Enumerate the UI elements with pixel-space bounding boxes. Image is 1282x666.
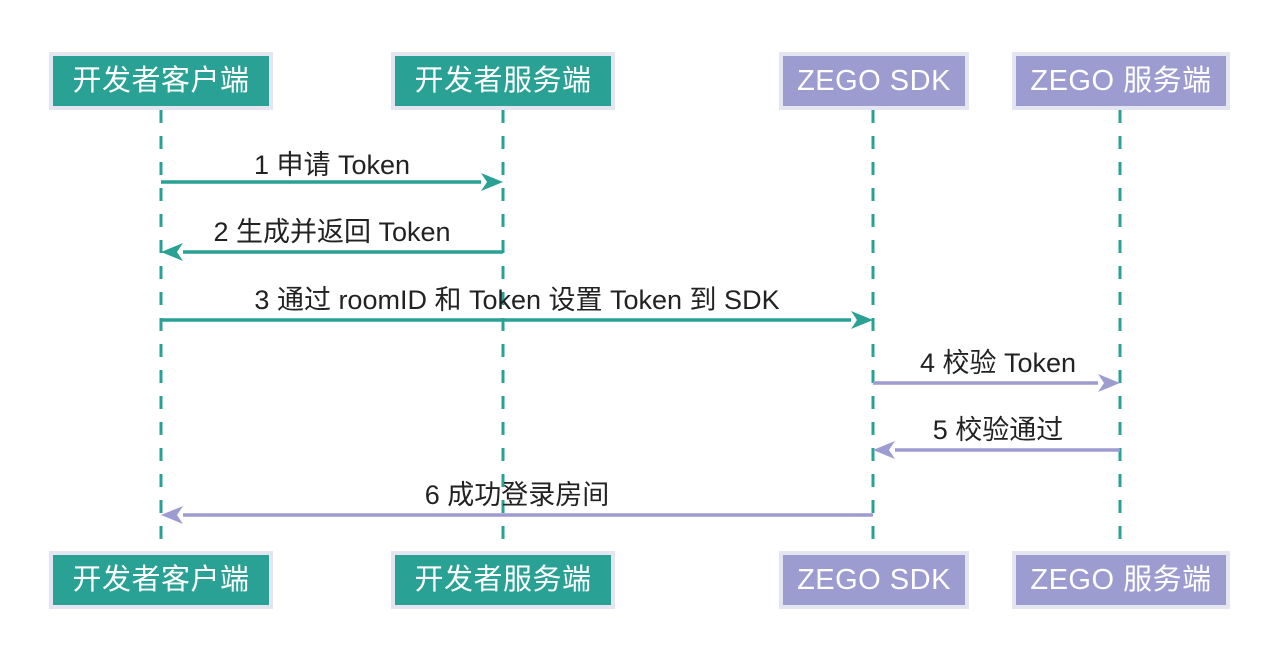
- message-label-1: 1 申请 Token: [253, 150, 411, 180]
- lifeline-group: [159, 110, 1122, 551]
- arrowhead-3: [851, 311, 873, 329]
- message-arrow-2: [161, 243, 503, 261]
- arrowhead-1: [481, 173, 503, 191]
- message-arrow-group: [161, 173, 1120, 524]
- participant-box-dev-server-top: 开发者服务端: [391, 52, 615, 110]
- participant-label: 开发者服务端: [414, 563, 592, 596]
- arrowhead-4: [1098, 374, 1120, 392]
- message-arrow-6: [161, 506, 873, 524]
- message-arrow-3: [161, 311, 873, 329]
- participant-label: ZEGO 服务端: [1030, 64, 1212, 97]
- participant-box-dev-server-bottom: 开发者服务端: [391, 551, 615, 609]
- participant-label: ZEGO SDK: [797, 563, 951, 596]
- arrowhead-5: [873, 441, 895, 459]
- arrowhead-2: [161, 243, 183, 261]
- participant-label: 开发者客户端: [72, 64, 250, 97]
- participant-box-dev-client-top: 开发者客户端: [49, 52, 273, 110]
- participant-label: 开发者客户端: [72, 563, 250, 596]
- message-arrow-1: [161, 173, 503, 191]
- message-arrow-4: [873, 374, 1120, 392]
- message-label-6: 6 成功登录房间: [424, 480, 610, 510]
- message-label-5: 5 校验通过: [932, 415, 1064, 445]
- participant-box-dev-client-bottom: 开发者客户端: [49, 551, 273, 609]
- message-label-4: 4 校验 Token: [919, 348, 1077, 378]
- participant-label: 开发者服务端: [414, 64, 592, 97]
- arrowhead-6: [161, 506, 183, 524]
- message-label-2: 2 生成并返回 Token: [213, 217, 451, 247]
- participant-box-zego-sdk-top: ZEGO SDK: [779, 52, 969, 110]
- message-label-3: 3 通过 roomID 和 Token 设置 Token 到 SDK: [254, 285, 780, 315]
- message-arrow-5: [873, 441, 1120, 459]
- participant-box-zego-server-bottom: ZEGO 服务端: [1012, 551, 1230, 609]
- participant-label: ZEGO SDK: [797, 64, 951, 97]
- participant-box-zego-sdk-bottom: ZEGO SDK: [779, 551, 969, 609]
- participant-label: ZEGO 服务端: [1030, 563, 1212, 596]
- participant-box-zego-server-top: ZEGO 服务端: [1012, 52, 1230, 110]
